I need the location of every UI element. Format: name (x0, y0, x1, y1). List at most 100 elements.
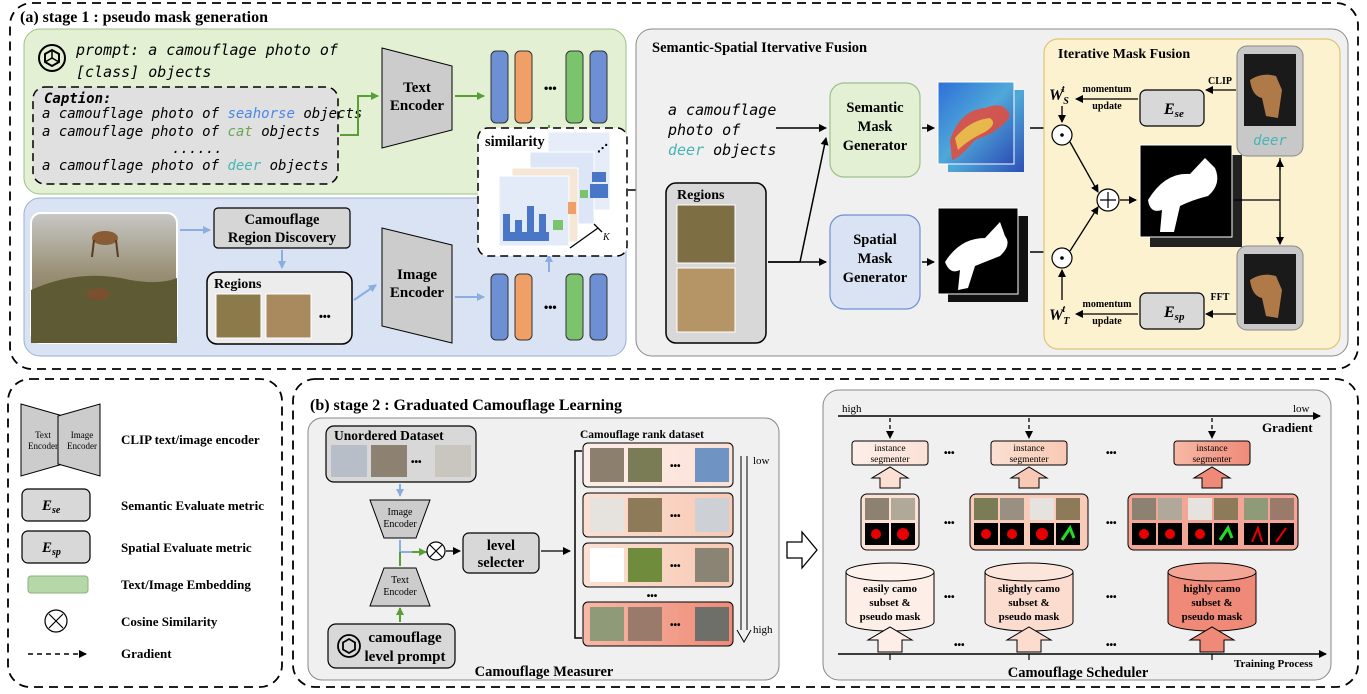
mask-blob (1165, 529, 1175, 539)
momentum-top-2: update (1092, 101, 1122, 112)
dataset-thumb (371, 445, 407, 477)
legend-item-encoder: CLIP text/image encoder (121, 432, 260, 447)
legend-e-sp-box (21, 530, 91, 564)
segmenter-label-1: instance (1196, 444, 1227, 454)
region-discovery-box (213, 207, 351, 249)
legend-item-gradient: Gradient (121, 646, 172, 661)
sample-mask (1214, 523, 1238, 545)
s2-text-encoder-shape (369, 567, 431, 607)
level-selecter-label-1: level (487, 538, 515, 554)
mult-to-add-arrow-2 (1069, 206, 1099, 252)
regions-to-encoder-arrow (353, 284, 377, 301)
scheduler-dots: ••• (1106, 518, 1117, 529)
caption-label: Caption: (44, 91, 111, 107)
text-embedding-bar (565, 50, 584, 124)
text-encoder-label-2: Encoder (390, 98, 445, 114)
e-sp-box (1139, 292, 1205, 330)
text-embedding-bar (490, 50, 509, 124)
ssif-regions-label: Regions (677, 188, 725, 203)
s2-text-encoder-label-2: Encoder (383, 587, 417, 598)
rank-thumb (695, 607, 729, 641)
fused-mask (1139, 144, 1242, 247)
level-prompt-label-1: camouflage (368, 630, 442, 646)
legend-e-se-label: Ese (41, 498, 61, 516)
region-discovery-label-2: Region Discovery (228, 230, 337, 246)
scheduler-dots: ••• (1106, 640, 1117, 651)
sample-thumb (1000, 498, 1024, 520)
caption-to-encoder-arrow (340, 92, 379, 136)
semantic-generator-box (829, 82, 921, 178)
training-axis-label: Training Process (1234, 658, 1313, 670)
region-discovery-label-1: Camouflage (245, 212, 320, 228)
legend-e-se-box (21, 488, 91, 522)
mask-blob (1036, 528, 1048, 540)
legend-item-embedding: Text/Image Embedding (121, 577, 251, 592)
subset-label-2: subset & (869, 597, 910, 609)
text-encoder-label-1: Text (403, 80, 431, 96)
level-selecter-box (462, 532, 540, 574)
momentum-bottom-1: momentum (1083, 299, 1133, 310)
subset-label-2: subset & (1008, 597, 1049, 609)
e-se-label: Ese (1163, 101, 1184, 120)
image-embedding-bar (514, 273, 533, 341)
dataset-dots: ••• (411, 457, 422, 468)
mask-blob (871, 529, 881, 539)
region-thumbnail (265, 293, 312, 339)
legend-image-enc-2: Encoder (67, 441, 97, 451)
sample-thumb (1158, 498, 1182, 520)
stage2-title: (b) stage 2 : Graduated Camouflage Learn… (310, 397, 622, 414)
rank-bracket (574, 450, 582, 639)
rank-thumb (695, 498, 729, 532)
mask-blob (1195, 529, 1205, 539)
rank-thumb (628, 607, 662, 641)
rank-rows: ••• ••• ••• ••• ••• (582, 442, 734, 647)
prompt-line-1: prompt: a camouflage photo of (75, 41, 339, 59)
rank-thumb (628, 448, 662, 482)
sample-thumb (1188, 498, 1212, 520)
level-selecter-label-2: selecter (478, 555, 525, 571)
mask-blob (1139, 529, 1149, 539)
rank-title: Camouflage rank dataset (580, 429, 704, 441)
scheduler-dots: ••• (944, 518, 955, 529)
sample-mask (1056, 523, 1080, 545)
up-arrow (1188, 626, 1236, 653)
rank-dots: ••• (670, 461, 681, 472)
sample-thumb (1132, 498, 1156, 520)
ssif-title: Semantic-Spatial Itervative Fusion (652, 40, 867, 56)
measurer-to-scheduler-arrow (786, 530, 818, 570)
similarity-label: similarity (485, 134, 545, 150)
low-high-arrow (736, 456, 752, 643)
rank-thumb (628, 498, 662, 532)
caption-ellipsis: ...... (172, 141, 223, 157)
legend-item-semantic: Semantic Evaluate metric (121, 498, 264, 513)
legend-image-enc-1: Image (71, 430, 94, 440)
deer-prompt-line-2: photo of (667, 121, 741, 139)
sample-thumb (891, 498, 915, 520)
scheduler-column-easy: instance segmenter easily camo subset & … (845, 418, 935, 653)
training-axis-ticks (889, 654, 1213, 660)
openai-logo-icon (38, 44, 66, 72)
semantic-generator-label-1: Semantic (846, 100, 904, 116)
ssif-region-image-2 (676, 267, 736, 333)
regions-label: Regions (214, 277, 262, 292)
momentum-bottom-2: update (1092, 316, 1122, 327)
caption-box (32, 86, 339, 185)
text-encoder-shape (381, 47, 453, 149)
legend-encoder-icon (20, 403, 101, 477)
clip-label: CLIP (1208, 76, 1232, 87)
segmenter-box (851, 440, 929, 466)
momentum-top-1: momentum (1083, 84, 1133, 95)
subset-cylinder-top (845, 562, 935, 582)
dataset-thumb (435, 445, 471, 477)
mask-blob (1251, 525, 1263, 543)
spatial-mask (937, 207, 1028, 302)
legend-cosine-cross (48, 613, 64, 629)
text-embedding-bar (589, 50, 608, 124)
sample-thumb (1244, 498, 1268, 520)
image-encoder-label-2: Encoder (390, 285, 445, 301)
caption-line-cat: a camouflage photo of cat objects (42, 124, 320, 140)
rank-thumb (695, 448, 729, 482)
sample-thumb (1270, 498, 1294, 520)
unordered-dataset-label: Unordered Dataset (334, 428, 444, 443)
